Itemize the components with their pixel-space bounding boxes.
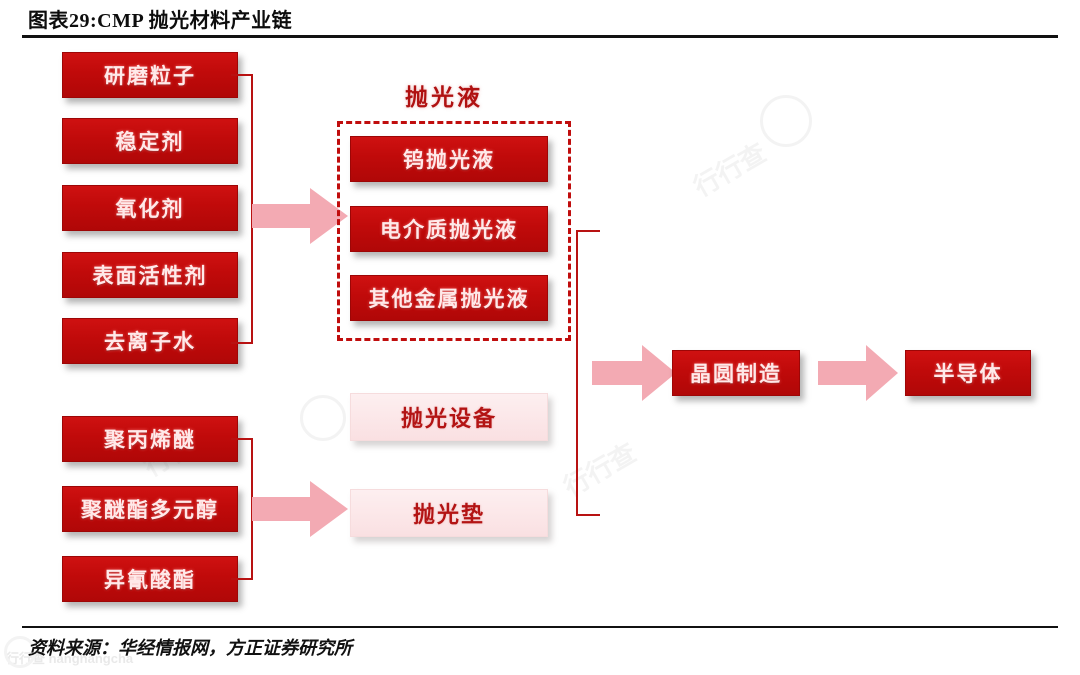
- equipment-box-polishing-pad[interactable]: 抛光垫: [350, 489, 548, 537]
- equipment-box-polishing-equipment[interactable]: 抛光设备: [350, 393, 548, 441]
- page-title: 图表29:CMP 抛光材料产业链: [28, 10, 293, 32]
- input-label: 异氰酸酯: [104, 568, 196, 592]
- group-label-polishing-slurry: 抛光液: [405, 85, 483, 110]
- equipment-label: 抛光垫: [412, 502, 485, 527]
- watermark-circle-icon: [300, 395, 346, 441]
- arrow-inputs-to-pad: [252, 479, 348, 539]
- source-note: 资料来源：华经情报网，方正证券研究所: [28, 638, 352, 658]
- input-label: 研磨粒子: [104, 64, 196, 88]
- slurry-label: 其他金属抛光液: [368, 287, 530, 311]
- slurry-label: 钨抛光液: [403, 148, 495, 172]
- input-box-isocyanate[interactable]: 异氰酸酯: [62, 556, 238, 602]
- input-box-stabilizer[interactable]: 稳定剂: [62, 118, 238, 164]
- arrow-wafer-to-semiconductor: [818, 343, 898, 403]
- input-box-polypropylene-ether[interactable]: 聚丙烯醚: [62, 416, 238, 462]
- equipment-label: 抛光设备: [400, 406, 497, 431]
- input-box-abrasive-particles[interactable]: 研磨粒子: [62, 52, 238, 98]
- input-label: 聚丙烯醚: [104, 428, 196, 452]
- slurry-box-other-metal[interactable]: 其他金属抛光液: [350, 275, 548, 321]
- downstream-label: 半导体: [933, 362, 1003, 386]
- downstream-label: 晶圆制造: [690, 362, 782, 386]
- input-label: 稳定剂: [115, 130, 185, 154]
- bracket-middle-to-wafer: [576, 230, 600, 516]
- input-box-polyether-ester-polyol[interactable]: 聚醚酯多元醇: [62, 486, 238, 532]
- input-label: 聚醚酯多元醇: [81, 498, 219, 522]
- input-label: 氧化剂: [115, 197, 185, 221]
- slurry-box-tungsten[interactable]: 钨抛光液: [350, 136, 548, 182]
- input-box-deionized-water[interactable]: 去离子水: [62, 318, 238, 364]
- footer-divider: [22, 626, 1058, 628]
- arrow-inputs-to-slurry: [252, 186, 348, 246]
- watermark-circle-icon: [760, 95, 812, 147]
- input-box-oxidizer[interactable]: 氧化剂: [62, 185, 238, 231]
- dashed-group-polishing-slurry: [337, 121, 571, 341]
- input-label: 去离子水: [104, 330, 196, 354]
- bracket-pad-inputs: [231, 438, 253, 580]
- input-label: 表面活性剂: [92, 264, 208, 288]
- title-divider: [22, 35, 1058, 38]
- downstream-box-wafer-manufacturing[interactable]: 晶圆制造: [672, 350, 800, 396]
- slurry-label: 电介质抛光液: [380, 218, 518, 242]
- slurry-box-dielectric[interactable]: 电介质抛光液: [350, 206, 548, 252]
- watermark-text: 行行查: [688, 137, 772, 203]
- input-box-surfactant[interactable]: 表面活性剂: [62, 252, 238, 298]
- bracket-slurry-inputs: [231, 74, 253, 344]
- downstream-box-semiconductor[interactable]: 半导体: [905, 350, 1031, 396]
- arrow-middle-to-wafer: [592, 343, 676, 403]
